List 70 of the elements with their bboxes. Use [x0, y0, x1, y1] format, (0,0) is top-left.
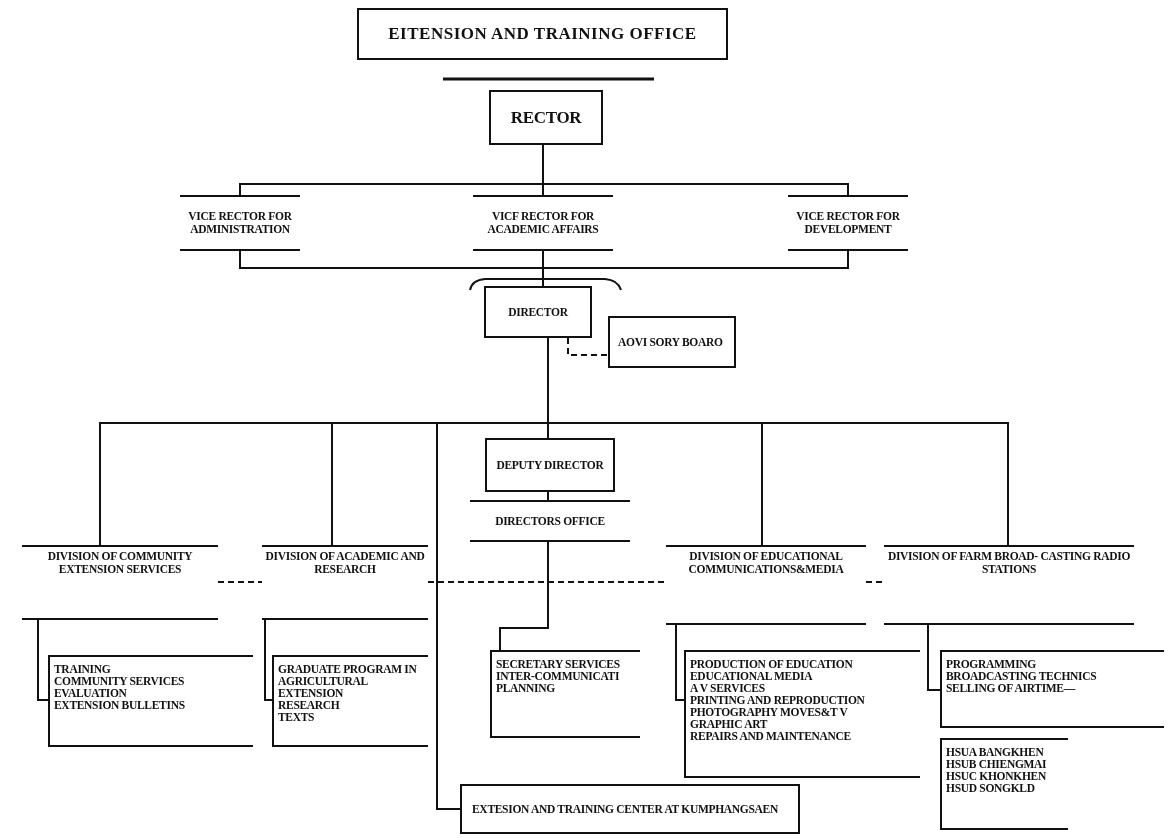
node-label: DIVISION OF ACADEMIC AND RESEARCH	[264, 550, 426, 576]
connector-line	[547, 491, 549, 501]
list-item: PRINTING AND REPRODUCTION	[690, 694, 865, 707]
list-item: INTER-COMMUNICATI	[496, 670, 620, 683]
list-item: COMMUNITY SERVICES	[54, 675, 185, 688]
connector-line	[499, 541, 549, 651]
list-box	[48, 655, 253, 747]
connector-line	[547, 337, 1009, 546]
node-label: VICF RECTOR FOR ACADEMIC AFFAIRS	[486, 210, 600, 236]
list-item: HSUC KHONKHEN	[946, 770, 1046, 783]
list-box	[940, 738, 1068, 830]
node-label: DIRECTOR	[508, 305, 568, 319]
list-item: EVALUATION	[54, 687, 127, 700]
list-item: GRAPHIC ART	[690, 718, 768, 731]
org-box	[460, 784, 800, 834]
list-item: PHOTOGRAPHY MOVES&T V	[690, 706, 848, 719]
dashed-connector	[427, 581, 667, 583]
node-label: DIVISION OF FARM BROAD- CASTING RADIO STATIONS	[886, 550, 1132, 576]
title-box	[357, 8, 728, 60]
list-item: EXTENSION BULLETINS	[54, 699, 185, 712]
connector-line	[675, 624, 685, 701]
node-label: EXTESION AND TRAINING CENTER AT KUMPHANGSAEN	[472, 802, 778, 816]
org-box	[262, 545, 428, 620]
list-item: BROADCASTING TECHNICS	[946, 670, 1097, 683]
node-label: DIVISION OF EDUCATIONAL COMMUNICATIONS&MEDIA	[687, 550, 845, 576]
dashed-connector	[217, 581, 263, 583]
list-item: PLANNING	[496, 682, 555, 695]
org-box	[788, 195, 908, 251]
list-item: SECRETARY SERVICES	[496, 658, 620, 671]
org-box	[180, 195, 300, 251]
org-box	[22, 545, 218, 620]
node-label: AOVI SORY BOARO	[618, 335, 723, 349]
list-box	[940, 650, 1164, 728]
org-box	[489, 90, 603, 145]
connector-line	[264, 619, 273, 701]
list-item: A V SERVICES	[690, 682, 765, 695]
list-item: HSUA BANGKHEN	[946, 746, 1044, 759]
node-label: DIVISION OF COMMUNITY EXTENSION SERVICES	[46, 550, 194, 576]
node-label: VICE RECTOR FOR ADMINISTRATION	[187, 210, 293, 236]
org-box	[484, 286, 592, 338]
connector-line	[927, 624, 941, 691]
list-item: TRAINING	[54, 663, 111, 676]
list-box	[684, 650, 920, 778]
list-item: RESEARCH	[278, 699, 340, 712]
list-item: HSUD SONGKLD	[946, 782, 1035, 795]
node-label: DIRECTORS OFFICE	[495, 514, 605, 528]
list-box	[490, 650, 640, 738]
org-box	[473, 195, 613, 251]
node-label: DEPUTY DIRECTOR	[496, 458, 604, 472]
dashed-connector	[567, 337, 609, 356]
connector-line	[37, 619, 49, 701]
org-box	[608, 316, 736, 368]
org-box	[666, 545, 866, 625]
connector-line	[542, 144, 849, 196]
org-box	[884, 545, 1134, 625]
list-item: SELLING OF AIRTIME—	[946, 682, 1075, 695]
list-item: REPAIRS AND MAINTENANCE	[690, 730, 851, 743]
org-box	[470, 500, 630, 542]
list-item: TEXTS	[278, 711, 315, 724]
list-box	[272, 655, 428, 747]
org-box	[485, 438, 615, 492]
node-label: EITENSION AND TRAINING OFFICE	[388, 24, 697, 44]
node-label: RECTOR	[510, 108, 582, 127]
node-label: VICE RECTOR FOR DEVELOPMENT	[795, 210, 901, 236]
connector-line	[542, 250, 849, 287]
list-item: GRADUATE PROGRAM IN AGRICULTURAL EXTENSION	[278, 663, 418, 700]
list-item: PRODUCTION OF EDUCATION EDUCATIONAL MEDIA	[690, 658, 854, 683]
dashed-connector	[865, 581, 885, 583]
list-item: HSUB CHIENGMAI	[946, 758, 1047, 771]
list-item: PROGRAMMING	[946, 658, 1036, 671]
